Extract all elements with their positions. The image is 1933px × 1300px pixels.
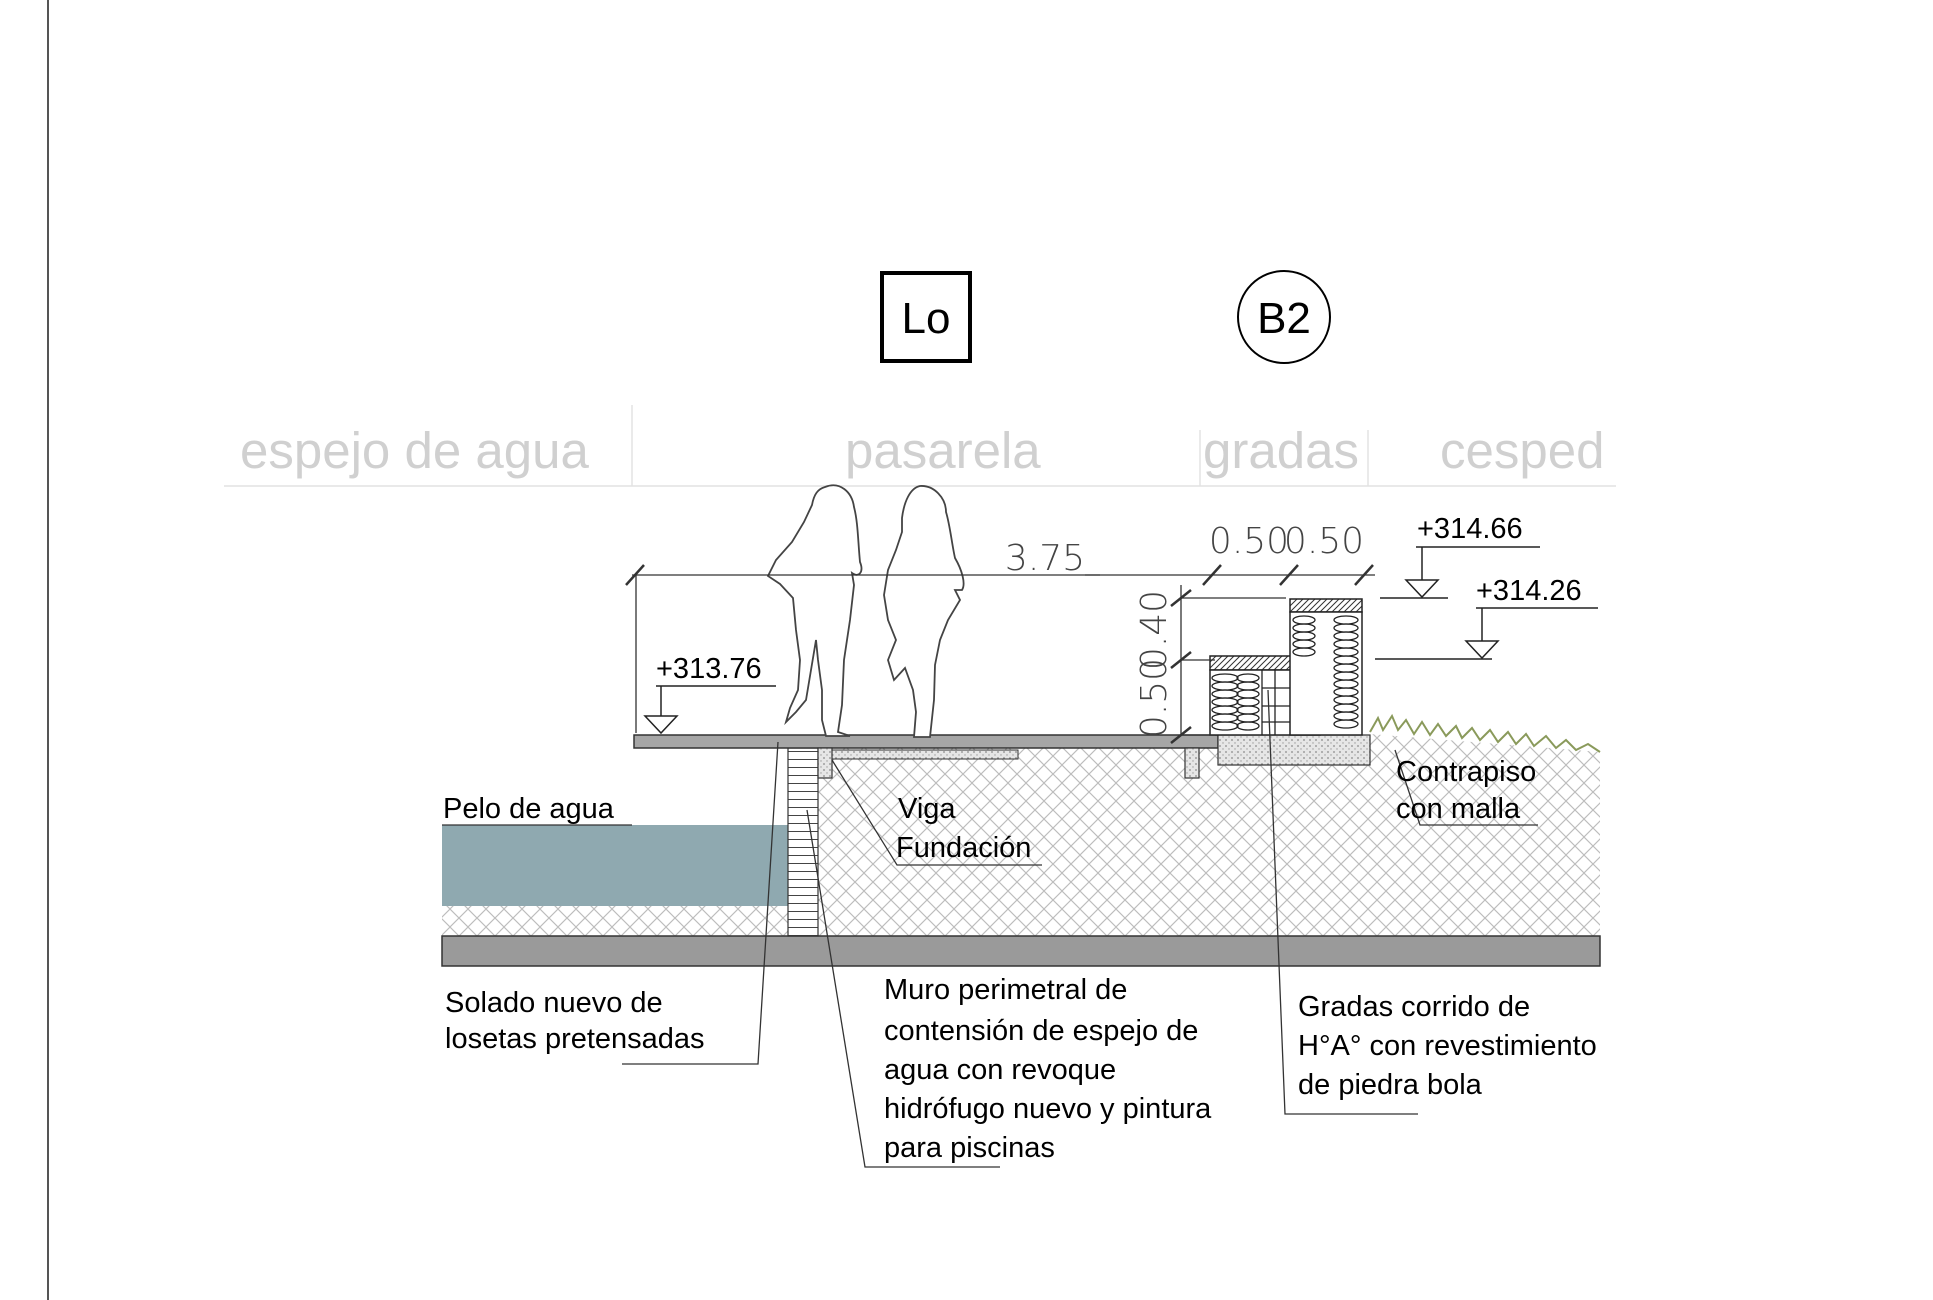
dim-steps-horizontal [1205,564,1375,586]
ground-band [441,935,1601,967]
dim-step-w2: 0.50 [1284,521,1364,562]
water-body [442,825,788,906]
foundation-beam [817,747,833,779]
zone-walkway: pasarela [845,422,1041,479]
ref-circle-frame [1237,270,1331,364]
dim-step-h2: 0.40 [1134,590,1175,670]
ref-circle-label: B2 [1257,294,1311,343]
label-paving-1: Solado nuevo de [445,987,663,1019]
label-screed-1: Contrapiso [1396,756,1536,788]
zone-lawn: cesped [1440,422,1604,479]
dim-step-h1: 0.50 [1134,658,1175,738]
label-wall-4: hidrófugo nuevo y pintura [884,1093,1212,1125]
label-beam-1: Viga [898,793,956,825]
label-wall-3: agua con revoque [884,1054,1116,1086]
label-water-level: Pelo de agua [443,793,615,825]
level-marker-step-mid [1375,607,1598,660]
dim-steps-vertical [1170,585,1286,744]
level-walkway: +313.76 [656,653,762,685]
level-step-top: +314.66 [1417,513,1523,545]
grass [1369,713,1601,753]
leader-lines [442,689,1538,1168]
edge-beam [1184,747,1200,779]
earth-fill-lower [442,906,788,936]
label-wall-5: para piscinas [884,1132,1055,1164]
label-steps-1: Gradas corrido de [1298,991,1530,1023]
label-paving-2: losetas pretensadas [445,1023,705,1055]
level-marker-step-top [1380,546,1540,599]
foundation-strip [817,749,1019,760]
dim-walkway-label: 3.75 [1005,538,1085,579]
ref-square-label: Lo [902,294,951,343]
step-block-upper [1289,598,1363,736]
label-steps-2: H°A° con revestimiento [1298,1030,1597,1062]
label-steps-3: de piedra bola [1298,1069,1483,1101]
label-wall-1: Muro perimetral de [884,974,1127,1006]
step-screed [1217,734,1371,766]
label-beam-2: Fundación [896,832,1031,864]
perimeter-wall [787,747,819,937]
dim-step-w1: 0.50 [1209,521,1289,562]
zone-steps: gradas [1203,422,1359,479]
earth-fill [788,734,1600,936]
person-silhouette-right [883,485,965,738]
level-marker-walkway [643,685,776,735]
level-step-mid: +314.26 [1476,575,1582,607]
ref-square-frame [880,271,972,363]
label-wall-2: contensión de espejo de [884,1015,1198,1047]
zone-water: espejo de agua [240,422,589,479]
label-screed-2: con malla [1396,793,1521,825]
dim-walkway [625,564,1222,733]
person-silhouette-left [766,484,863,737]
